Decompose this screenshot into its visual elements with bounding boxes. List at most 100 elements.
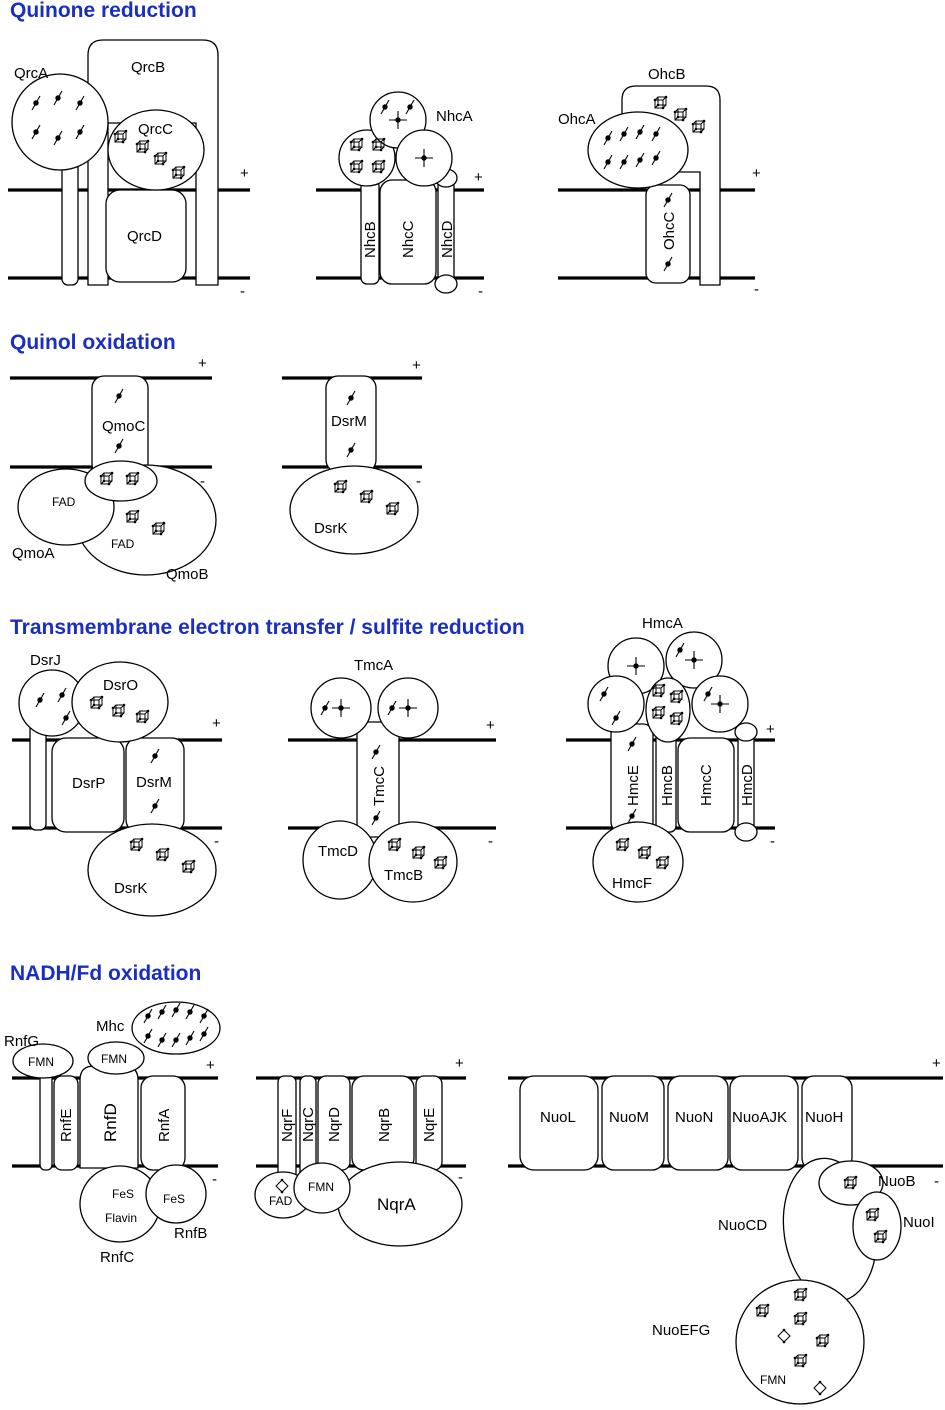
- dsr-mk-complex: [289, 375, 419, 555]
- nuoefg-subunit: [735, 1279, 865, 1405]
- rnfd-fmn-label: FMN: [101, 1052, 127, 1066]
- nqrf-label: NqrF: [279, 1109, 296, 1142]
- rnfb-fes-label: FeS: [163, 1192, 185, 1206]
- nuoajk-label: NuoAJK: [732, 1109, 787, 1126]
- ohcc-label: OhcC: [661, 211, 678, 250]
- section-title-quinol-oxidation: Quinol oxidation: [10, 331, 176, 354]
- nuo-complex: [519, 1075, 902, 1405]
- qrcd-subunit: [105, 189, 187, 283]
- hmcd-foot: [734, 822, 758, 842]
- ohc-complex: [587, 85, 721, 286]
- ohca-subunit: [587, 111, 689, 189]
- ohca-label: OhcA: [558, 111, 596, 128]
- qmoc-label: QmoC: [102, 418, 146, 435]
- nuoh-label: NuoH: [805, 1109, 843, 1126]
- rnfb-subunit: [145, 1164, 207, 1224]
- nuon-label: NuoN: [675, 1109, 713, 1126]
- tmcd-label: TmcD: [318, 843, 358, 860]
- qrcd-label: QrcD: [127, 228, 162, 245]
- sign-minus: -: [488, 833, 493, 850]
- nqrc-label: NqrC: [300, 1107, 317, 1142]
- section-title-nadh-fd-oxidation: NADH/Fd oxidation: [10, 962, 201, 985]
- sign-minus: -: [240, 283, 245, 300]
- hmca-label: HmcA: [642, 615, 683, 632]
- nuon-subunit: [667, 1075, 729, 1171]
- rnfa-label: RnfA: [156, 1109, 173, 1142]
- hmcf-subunit: [592, 821, 684, 903]
- dsrk-label: DsrK: [314, 520, 347, 537]
- sign-plus: +: [455, 1055, 464, 1072]
- tmc-complex: [302, 677, 458, 903]
- nuob-subunit: [818, 1160, 884, 1206]
- qmoc-fes-domain: [84, 460, 158, 502]
- sign-minus: -: [770, 833, 775, 850]
- sign-plus: +: [412, 357, 421, 374]
- nuoi-subunit: [852, 1191, 902, 1261]
- rnf-complex: [12, 1001, 221, 1243]
- rnfc-label: RnfC: [100, 1249, 134, 1266]
- rnfc-fes-label: FeS: [112, 1187, 134, 1201]
- sign-minus: -: [458, 1169, 463, 1186]
- rnfd-label: RnfD: [101, 1103, 120, 1142]
- sign-plus: +: [752, 165, 761, 182]
- mhc-protein: [131, 1001, 221, 1055]
- nhca-label: NhcA: [436, 108, 473, 125]
- rnfg-fmn-domain: [12, 1043, 74, 1079]
- dsrk-subunit: [87, 823, 217, 917]
- rnfc-flavin-label: Flavin: [105, 1211, 137, 1225]
- sign-minus: -: [214, 833, 219, 850]
- rnfg-anchor: [39, 1065, 53, 1171]
- ohcc-subunit: [645, 184, 691, 284]
- nuol-subunit: [519, 1075, 599, 1171]
- sign-plus: +: [198, 355, 207, 372]
- hmce-label: HmcE: [625, 765, 642, 806]
- nqr-complex: [254, 1075, 463, 1247]
- nqrb-label: NqrB: [376, 1108, 393, 1142]
- rnfg-fmn-label: FMN: [28, 1055, 54, 1069]
- dsrm-label: DsrM: [136, 774, 172, 791]
- dsr-jopmk-complex: [18, 661, 217, 917]
- qmob-fad-label: FAD: [111, 537, 135, 551]
- nqra-label: NqrA: [377, 1195, 416, 1214]
- hmcf-label: HmcF: [612, 875, 652, 892]
- nuom-subunit: [601, 1075, 665, 1171]
- dsrk-label: DsrK: [114, 880, 147, 897]
- tmcb-subunit: [368, 821, 458, 903]
- rnfd-fmn-domain: [87, 1041, 145, 1075]
- nuob-label: NuoB: [878, 1173, 916, 1190]
- dsrk-subunit: [289, 465, 419, 555]
- sign-minus: -: [200, 473, 205, 490]
- sign-plus: +: [474, 169, 483, 186]
- tmcc-label: TmcC: [371, 766, 388, 806]
- sign-plus: +: [240, 165, 249, 182]
- nuol-label: NuoL: [540, 1109, 576, 1126]
- dsro-label: DsrO: [103, 677, 138, 694]
- hmc-complex: [587, 631, 758, 903]
- sign-minus: -: [934, 1173, 939, 1190]
- dsrj-anchor: [29, 719, 47, 831]
- tmca-label: TmcA: [354, 657, 393, 674]
- sign-plus: +: [206, 1057, 215, 1074]
- sign-plus: +: [212, 715, 221, 732]
- rnfe-label: RnfE: [58, 1109, 75, 1142]
- sign-plus: +: [932, 1055, 941, 1072]
- tmcd-subunit: [302, 820, 378, 900]
- nuoi-label: NuoI: [903, 1214, 935, 1231]
- qrc-complex: [11, 39, 219, 286]
- sign-minus: -: [212, 1171, 217, 1188]
- dsrm-label: DsrM: [331, 413, 367, 430]
- nqrf-fad-label: FAD: [269, 1194, 293, 1208]
- dsrp-subunit: [51, 737, 125, 833]
- nuom-label: NuoM: [609, 1109, 649, 1126]
- hmcc-label: HmcC: [698, 764, 715, 806]
- ohcb-label: OhcB: [648, 66, 686, 83]
- hmca-heme-domain: [587, 675, 645, 733]
- hmcd-head: [734, 722, 758, 742]
- rnfe-subunit: [53, 1075, 79, 1171]
- nhcc-label: NhcC: [400, 220, 417, 258]
- mhc-label: Mhc: [96, 1018, 125, 1035]
- nuoajk-subunit: [729, 1075, 799, 1171]
- sign-plus: +: [766, 721, 775, 738]
- nhcd-foot: [434, 274, 458, 294]
